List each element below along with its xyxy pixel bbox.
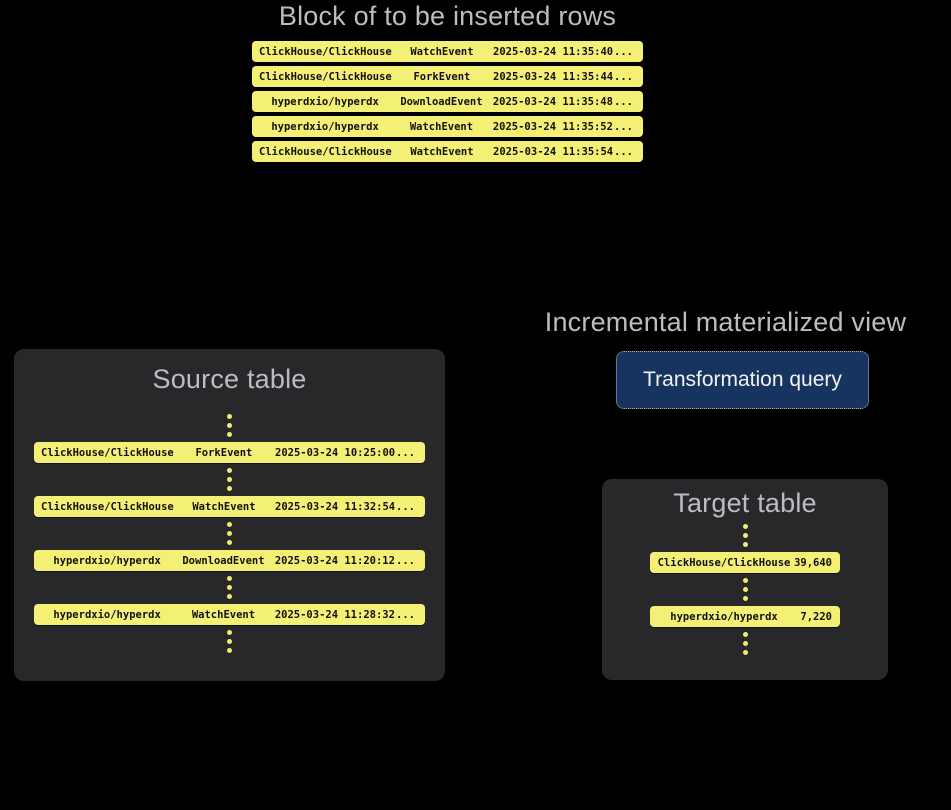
row-repo: hyperdxio/hyperdx — [271, 95, 379, 108]
row-ellipsis: ... — [396, 446, 415, 459]
row-event: WatchEvent — [192, 500, 256, 513]
row-time: 2025-03-24 11:35:54 — [493, 145, 614, 158]
table-row: hyperdxio/hyperdx DownloadEvent 2025-03-… — [34, 550, 425, 571]
table-row: ClickHouse/ClickHouse WatchEvent 2025-03… — [252, 141, 643, 162]
row-ellipsis: ... — [614, 70, 633, 83]
table-row: hyperdxio/hyperdx WatchEvent 2025-03-24 … — [252, 116, 643, 137]
row-time: 2025-03-24 10:25:00 — [275, 446, 396, 459]
row-repo: ClickHouse/ClickHouse — [259, 145, 392, 158]
target-table-panel: Target table ClickHouse/ClickHouse 39,64… — [602, 479, 888, 680]
table-row: ClickHouse/ClickHouse WatchEvent 2025-03… — [252, 41, 643, 62]
row-ellipsis: ... — [396, 608, 415, 621]
target-table-title: Target table — [673, 488, 817, 518]
materialized-view-title: Incremental materialized view — [544, 307, 907, 337]
row-count: 7,220 — [800, 610, 832, 623]
vertical-ellipsis-icon — [227, 576, 232, 599]
row-repo: ClickHouse/ClickHouse — [657, 556, 791, 569]
vertical-ellipsis-icon — [227, 522, 232, 545]
row-event: WatchEvent — [191, 608, 256, 621]
row-ellipsis: ... — [614, 145, 633, 158]
row-event: WatchEvent — [409, 120, 474, 133]
vertical-ellipsis-icon — [227, 468, 232, 491]
row-time: 2025-03-24 11:35:52 — [492, 120, 613, 133]
insert-block: Block of to be inserted rows ClickHouse/… — [252, 0, 643, 166]
vertical-ellipsis-icon — [227, 414, 232, 437]
vertical-ellipsis-icon — [742, 632, 748, 655]
row-ellipsis: ... — [396, 554, 415, 567]
row-repo: hyperdxio/hyperdx — [53, 608, 161, 621]
vertical-ellipsis-icon — [742, 578, 748, 601]
row-repo: ClickHouse/ClickHouse — [41, 500, 174, 513]
insert-block-title: Block of to be inserted rows — [278, 1, 617, 31]
row-ellipsis: ... — [396, 500, 415, 513]
row-event: DownloadEvent — [400, 95, 483, 108]
row-ellipsis: ... — [614, 45, 633, 58]
table-row: ClickHouse/ClickHouse WatchEvent 2025-03… — [34, 496, 425, 517]
row-event: ForkEvent — [195, 446, 253, 459]
row-time: 2025-03-24 11:35:44 — [493, 70, 614, 83]
row-ellipsis: ... — [614, 95, 633, 108]
row-event: WatchEvent — [410, 145, 474, 158]
row-repo: hyperdxio/hyperdx — [53, 554, 161, 567]
row-repo: hyperdxio/hyperdx — [670, 610, 778, 623]
row-time: 2025-03-24 11:35:40 — [493, 45, 614, 58]
source-table-title: Source table — [152, 364, 307, 394]
table-row: hyperdxio/hyperdx WatchEvent 2025-03-24 … — [34, 604, 425, 625]
source-table-panel: Source table ClickHouse/ClickHouse ForkE… — [14, 349, 445, 681]
row-repo: ClickHouse/ClickHouse — [259, 45, 392, 58]
row-time: 2025-03-24 11:20:12 — [274, 554, 395, 567]
row-event: WatchEvent — [410, 45, 474, 58]
row-event: ForkEvent — [413, 70, 471, 83]
row-time: 2025-03-24 11:32:54 — [275, 500, 396, 513]
table-row: ClickHouse/ClickHouse ForkEvent 2025-03-… — [34, 442, 425, 463]
vertical-ellipsis-icon — [227, 630, 232, 653]
table-row: hyperdxio/hyperdx 7,220 — [650, 606, 840, 627]
row-time: 2025-03-24 11:35:48 — [492, 95, 613, 108]
row-event: DownloadEvent — [182, 554, 265, 567]
row-repo: ClickHouse/ClickHouse — [259, 70, 392, 83]
table-row: ClickHouse/ClickHouse ForkEvent 2025-03-… — [252, 66, 643, 87]
row-time: 2025-03-24 11:28:32 — [274, 608, 395, 621]
vertical-ellipsis-icon — [742, 524, 748, 547]
row-ellipsis: ... — [614, 120, 633, 133]
row-repo: ClickHouse/ClickHouse — [41, 446, 174, 459]
row-count: 39,640 — [794, 556, 832, 569]
table-row: ClickHouse/ClickHouse 39,640 — [650, 552, 840, 573]
table-row: hyperdxio/hyperdx DownloadEvent 2025-03-… — [252, 91, 643, 112]
transformation-query-button[interactable]: Transformation query — [616, 351, 869, 409]
row-repo: hyperdxio/hyperdx — [271, 120, 379, 133]
